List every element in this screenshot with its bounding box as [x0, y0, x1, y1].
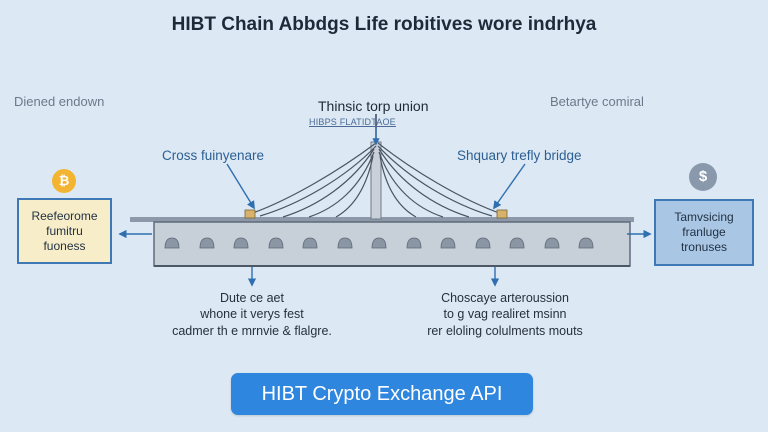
deck-nodes	[164, 237, 594, 249]
cable	[308, 151, 375, 218]
deck-node	[337, 237, 353, 249]
deck-node	[509, 237, 525, 249]
left-label-arrow	[226, 163, 255, 210]
tower-label: Thinsic torp union	[318, 98, 429, 114]
right-bridge-label: Shquary trefly bridge	[457, 148, 582, 163]
caption-right: Choscaye arteroussion to g vag realiret …	[427, 291, 583, 338]
deck-node	[164, 237, 180, 249]
left-cross-label: Cross fuinyenare	[162, 148, 265, 163]
corner-label-right: Betartye comiral	[550, 94, 644, 109]
left-anchor	[244, 209, 256, 219]
cable	[377, 145, 493, 217]
deck-node	[268, 237, 284, 249]
deck-node	[233, 237, 249, 249]
cable	[249, 142, 377, 215]
deck-node	[199, 237, 215, 249]
deck-node	[578, 237, 594, 249]
dollar-coin-icon: $	[689, 163, 717, 191]
cable	[377, 142, 503, 215]
diagram-title: HIBT Chain Abbdgs Life robitives wore in…	[171, 14, 597, 35]
tower-sublabel: HIBPS FLATIDTAOE	[309, 117, 396, 127]
corner-label-left: Diened endown	[14, 94, 105, 109]
cable	[282, 148, 375, 218]
cable	[378, 151, 444, 218]
right-anchor	[496, 209, 508, 219]
cable	[379, 155, 417, 218]
caption-left: Dute ce aet whone it verys fest cadmer t…	[172, 291, 332, 338]
deck-rail	[130, 217, 634, 222]
left-box: Reefeorome fumitru fuoness	[17, 198, 112, 264]
deck-node	[406, 237, 422, 249]
cable	[259, 145, 377, 217]
deck-node	[371, 237, 387, 249]
deck-node	[475, 237, 491, 249]
cable	[378, 148, 470, 218]
right-box: Tamvsicing franluge tronuses	[654, 199, 754, 266]
suspension-cables	[249, 142, 503, 218]
cable	[335, 155, 374, 218]
api-button[interactable]: HIBT Crypto Exchange API	[231, 373, 533, 415]
bitcoin-coin-icon: ₿	[52, 169, 76, 193]
deck-node	[302, 237, 318, 249]
deck-node	[440, 237, 456, 249]
deck-node	[544, 237, 560, 249]
right-label-arrow	[493, 163, 526, 210]
